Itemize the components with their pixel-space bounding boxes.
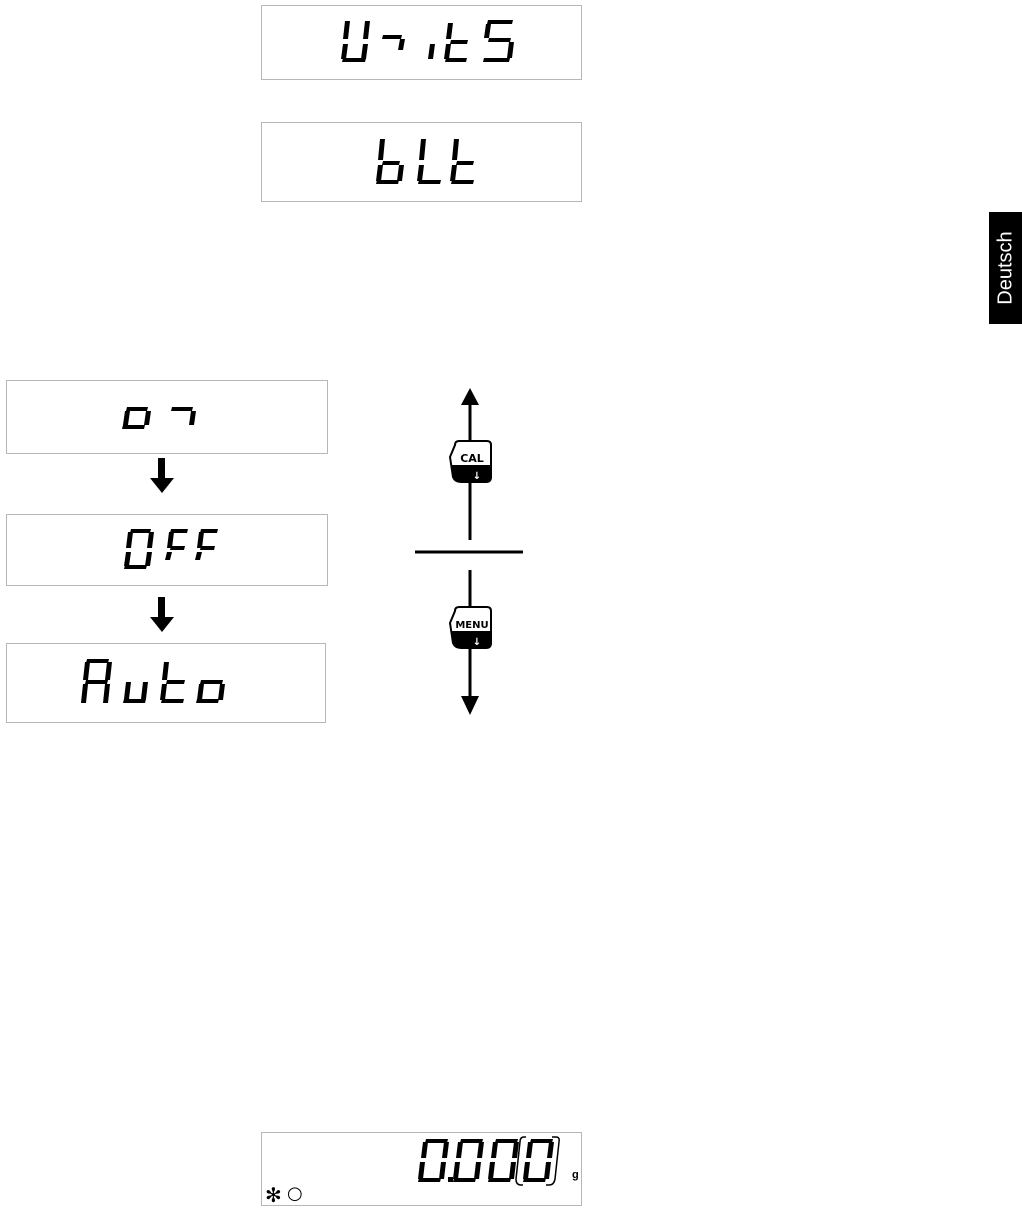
weight-unit: g (572, 1169, 579, 1181)
lcd-display-units: UnitS (261, 5, 582, 80)
seg-char-n2 (171, 407, 196, 425)
seg-digit-0 (488, 1139, 519, 1182)
seg-char-F (165, 529, 188, 560)
seg-digit-0-last (523, 1139, 554, 1182)
up-arrow-icon (461, 388, 479, 405)
menu-key-icon: MENU ↓ (450, 607, 491, 648)
lcd-text-weight: 0.000 (262, 1133, 583, 1207)
seg-char-O (124, 529, 154, 569)
lcd-display-weight: 0.000 (261, 1132, 582, 1206)
lcd-display-blt: bLt (261, 122, 582, 202)
lcd-text-on: on (7, 381, 329, 455)
seg-char-S (483, 20, 514, 62)
cal-key-arrow: ↓ (473, 471, 481, 482)
seg-char-L (417, 139, 441, 184)
seg-char-t2 (450, 139, 474, 184)
seg-char-n (382, 35, 405, 50)
decimal-point (448, 1177, 453, 1182)
lcd-text-auto: Auto (7, 644, 327, 724)
stability-asterisk-icon: ✻ (265, 1185, 282, 1205)
zero-circle-icon: ○ (287, 1184, 303, 1204)
lcd-text-units: UnitS (262, 6, 583, 81)
seg-digit-0 (453, 1139, 484, 1182)
key-navigation-diagram: CAL ↓ MENU ↓ (405, 385, 535, 720)
seg-digit-0 (418, 1139, 449, 1182)
language-tab: Deutsch (989, 212, 1022, 324)
cal-key-label: CAL (460, 452, 484, 465)
seg-char-o (122, 407, 151, 429)
seg-char-u (123, 682, 148, 703)
lcd-display-option-auto: Auto (6, 643, 326, 723)
cal-key-icon: CAL ↓ (450, 441, 491, 482)
down-arrow-icon (149, 597, 175, 633)
seg-char-o2 (196, 680, 225, 703)
lcd-display-option-off: OFF (6, 514, 328, 586)
lcd-display-option-on: on (6, 380, 328, 454)
seg-char-i (428, 44, 435, 59)
seg-char-t3 (160, 662, 185, 703)
seg-char-A (81, 659, 112, 703)
menu-key-label: MENU (455, 620, 488, 631)
down-arrow-icon (461, 696, 479, 715)
menu-key-arrow: ↓ (473, 637, 481, 648)
down-arrow-icon (149, 458, 175, 494)
language-tab-label: Deutsch (994, 231, 1017, 304)
lcd-text-off: OFF (7, 515, 329, 587)
seg-char-b (376, 139, 404, 184)
seg-char-t (444, 23, 468, 62)
seg-char-F2 (195, 529, 218, 560)
seg-char-U (341, 21, 370, 62)
lcd-text-blt: bLt (262, 123, 583, 203)
